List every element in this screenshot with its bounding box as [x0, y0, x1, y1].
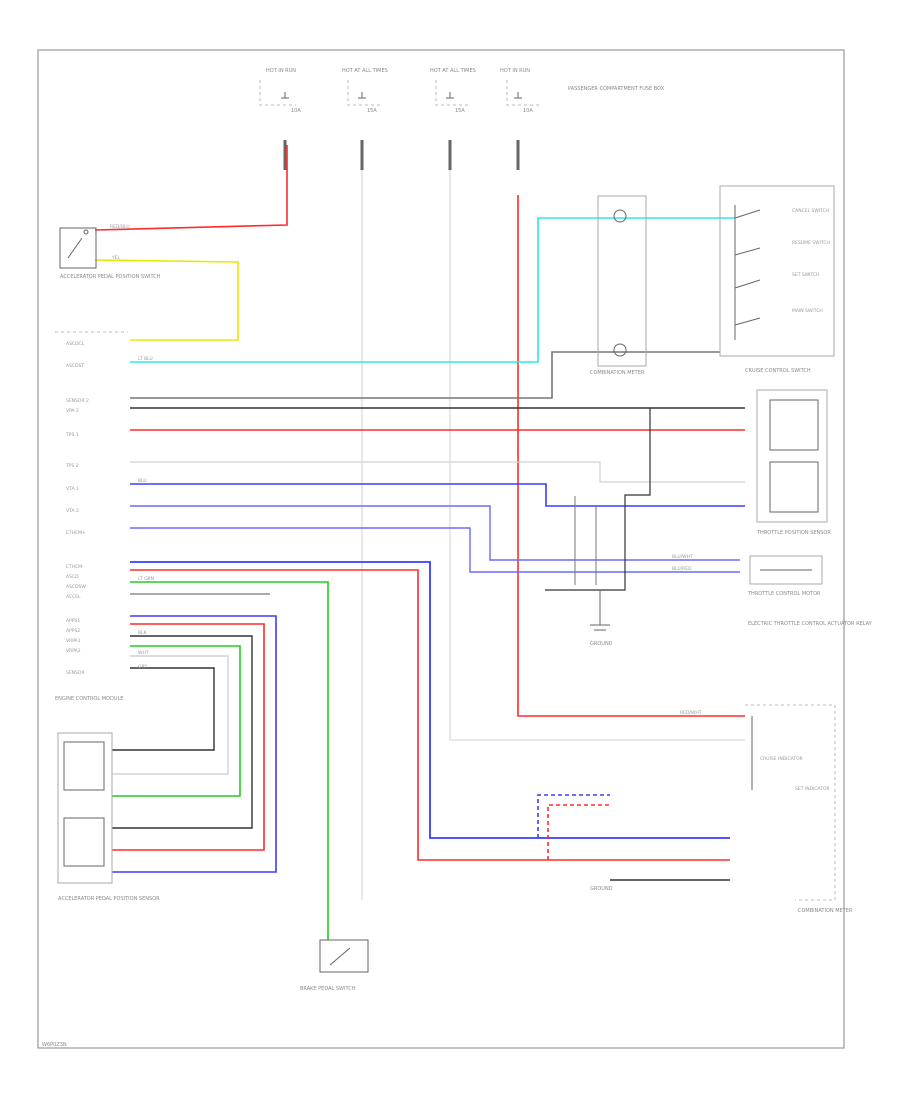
svg-text:ASCDSW: ASCDSW: [66, 584, 86, 590]
svg-text:GROUND: GROUND: [590, 886, 613, 892]
wire-red-aps: [112, 623, 265, 851]
wire-white-aps: [112, 655, 229, 775]
svg-text:ACCELERATOR PEDAL POSITION SEN: ACCELERATOR PEDAL POSITION SENSOR: [58, 896, 160, 902]
svg-text:YEL: YEL: [111, 255, 121, 261]
diagram-frame: [37, 49, 845, 1049]
wire-labels: RED/BLU YEL LT BLU BLU LT GRN BLK WHT GR…: [110, 224, 702, 716]
svg-text:ELECTRIC THROTTLE CONTROL ACTU: ELECTRIC THROTTLE CONTROL ACTUATOR RELAY: [748, 621, 873, 627]
wire-relay-black: [545, 408, 651, 591]
svg-text:SET SWITCH: SET SWITCH: [792, 272, 820, 278]
svg-text:CANCEL SWITCH: CANCEL SWITCH: [792, 208, 829, 214]
svg-text:LT GRN: LT GRN: [138, 576, 154, 582]
wire-red-fuse4: [517, 195, 745, 717]
svg-text:RED/WHT: RED/WHT: [680, 710, 702, 716]
wire-blue-tps3: [130, 527, 740, 573]
wire-white-fuse3: [449, 170, 745, 741]
svg-text:SENSOR: SENSOR: [66, 670, 85, 676]
brake-switch: BRAKE PEDAL SWITCH: [300, 939, 369, 992]
wire-green-aps: [112, 645, 241, 797]
svg-text:ETHCM+: ETHCM+: [66, 530, 86, 536]
svg-text:COMBINATION METER: COMBINATION METER: [798, 908, 853, 914]
svg-text:VTA 1: VTA 1: [66, 486, 79, 492]
wire-black-aps2: [112, 667, 215, 751]
meter-right: CRUISE INDICATOR SET INDICATOR COMBINATI…: [590, 704, 853, 914]
svg-text:VRPA2: VRPA2: [66, 648, 81, 654]
svg-text:15A: 15A: [367, 108, 377, 114]
wire-yellow: [94, 259, 239, 341]
svg-text:COMBINATION METER: COMBINATION METER: [590, 370, 645, 376]
accel-sensor: ENGINE CONTROL MODULE ACCELERATOR PEDAL …: [55, 696, 160, 902]
wire-blue-meter: [130, 561, 730, 839]
svg-text:ACCEL: ACCEL: [66, 594, 81, 600]
throttle-relay: ELECTRIC THROTTLE CONTROL ACTUATOR RELAY…: [590, 590, 873, 647]
svg-text:SET INDICATOR: SET INDICATOR: [795, 786, 830, 792]
svg-text:APPS2: APPS2: [66, 628, 80, 634]
wire-dashed-indicator: [537, 794, 610, 838]
throttle-sensor: THROTTLE POSITION SENSOR: [756, 389, 831, 536]
combination-meter: COMBINATION METER: [590, 195, 647, 376]
wire-cyan: [130, 217, 735, 363]
pedal-switch: ACCELERATOR PEDAL POSITION SWITCH: [59, 227, 161, 280]
svg-text:BLU/RED: BLU/RED: [672, 566, 692, 572]
svg-text:HOT AT ALL TIMES: HOT AT ALL TIMES: [430, 68, 476, 74]
fuse-1: HOT IN RUN 10A: [259, 68, 301, 114]
wire-black-aps: [112, 635, 253, 829]
fuse-3: HOT AT ALL TIMES 15A: [430, 68, 476, 114]
svg-text:ASCDST: ASCDST: [66, 363, 84, 369]
svg-text:BLK: BLK: [138, 630, 148, 636]
svg-text:VPA 2: VPA 2: [66, 408, 79, 414]
wire-relay-gray: [574, 496, 597, 585]
svg-text:THROTTLE POSITION SENSOR: THROTTLE POSITION SENSOR: [756, 530, 831, 536]
fuse-4: HOT IN RUN 10A: [500, 68, 540, 114]
wire-green-brake: [130, 581, 329, 940]
svg-text:BLU: BLU: [138, 478, 147, 484]
svg-text:WHT: WHT: [138, 650, 149, 656]
svg-text:THROTTLE CONTROL MOTOR: THROTTLE CONTROL MOTOR: [747, 591, 821, 597]
wire-blue-tps2: [130, 505, 740, 561]
cruise-switch: CANCEL SWITCH RESUME SWITCH SET SWITCH M…: [719, 185, 835, 374]
svg-text:ASCD: ASCD: [66, 574, 79, 580]
wire-red-meter: [130, 569, 730, 861]
svg-text:MAIN SWITCH: MAIN SWITCH: [792, 308, 823, 314]
svg-text:HOT AT ALL TIMES: HOT AT ALL TIMES: [342, 68, 388, 74]
fuse-connectors: [283, 140, 520, 170]
wire-red-fuse1: [94, 145, 288, 231]
svg-text:10A: 10A: [523, 108, 533, 114]
svg-text:RESUME SWITCH: RESUME SWITCH: [792, 240, 830, 246]
svg-text:HOT IN RUN: HOT IN RUN: [266, 68, 296, 74]
svg-text:10A: 10A: [291, 108, 301, 114]
wire-blue-aps: [112, 615, 277, 873]
svg-text:SENSOR 2: SENSOR 2: [66, 398, 89, 404]
wire-white-tps: [130, 461, 745, 483]
svg-text:ACCELERATOR PEDAL POSITION SWI: ACCELERATOR PEDAL POSITION SWITCH: [60, 274, 161, 280]
svg-text:GROUND: GROUND: [590, 641, 613, 647]
svg-text:GRY: GRY: [138, 664, 147, 670]
svg-text:CRUISE INDICATOR: CRUISE INDICATOR: [760, 756, 803, 762]
wire-blue-tps1: [130, 483, 745, 507]
fuse-2: HOT AT ALL TIMES 15A: [342, 68, 388, 114]
svg-text:VRPA1: VRPA1: [66, 638, 81, 644]
wire-gray-1: [130, 351, 720, 399]
svg-text:ASCDCL: ASCDCL: [66, 341, 85, 347]
diagram-id: W6P0Z3N: [42, 1042, 67, 1048]
fuse-box-label: PASSENGER COMPARTMENT FUSE BOX: [568, 86, 665, 92]
svg-text:LT BLU: LT BLU: [138, 356, 153, 362]
svg-text:VTA 2: VTA 2: [66, 508, 79, 514]
svg-text:APPS1: APPS1: [66, 618, 80, 624]
svg-text:BLU/WHT: BLU/WHT: [672, 554, 693, 560]
svg-text:CRUISE CONTROL SWITCH: CRUISE CONTROL SWITCH: [745, 368, 811, 374]
svg-text:RED/BLU: RED/BLU: [110, 224, 130, 230]
svg-text:BRAKE PEDAL SWITCH: BRAKE PEDAL SWITCH: [300, 986, 356, 992]
svg-text:ETHCM-: ETHCM-: [66, 564, 84, 570]
svg-text:15A: 15A: [455, 108, 465, 114]
svg-text:ENGINE CONTROL MODULE: ENGINE CONTROL MODULE: [55, 696, 123, 702]
svg-text:HOT IN RUN: HOT IN RUN: [500, 68, 530, 74]
throttle-motor: THROTTLE CONTROL MOTOR: [747, 555, 823, 597]
svg-text:TPS 2: TPS 2: [65, 463, 79, 469]
svg-text:TPS 1: TPS 1: [65, 432, 79, 438]
wire-dashed-indicator-red: [547, 804, 610, 860]
ecm-pins: ASCDCL ASCDST SENSOR 2 VPA 2 TPS 1 TPS 2…: [65, 341, 89, 676]
